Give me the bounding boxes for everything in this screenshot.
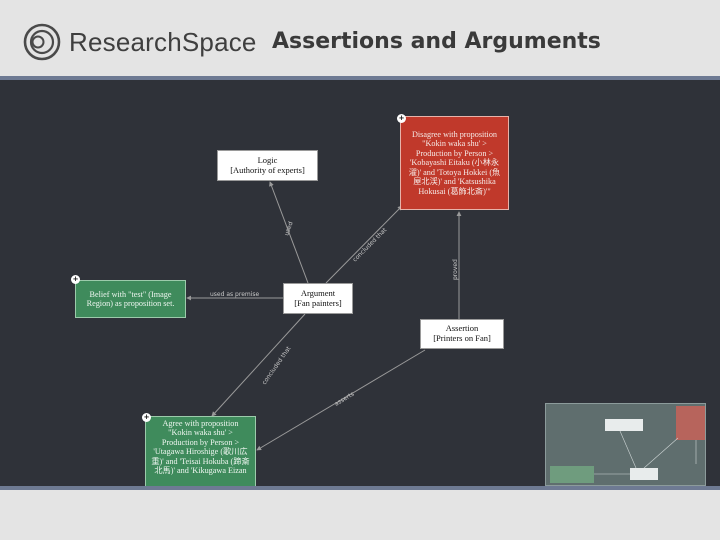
edge-label-concluded-that: concluded that [351, 226, 388, 263]
node-argument-label: [Fan painters] [294, 297, 342, 308]
node-assertion-type: Assertion [445, 323, 479, 334]
edge-argument-disagree[interactable] [325, 205, 403, 284]
node-agree[interactable]: Agree with proposition "Kokin waka shu' … [145, 416, 256, 486]
node-agree-pin-icon[interactable]: + [142, 413, 151, 422]
node-logic-label: [Authority of experts] [230, 164, 305, 175]
page-title: Assertions and Arguments [272, 29, 601, 54]
edge-label-used: used [283, 221, 294, 237]
node-argument-type: Argument [300, 287, 336, 298]
node-argument[interactable]: Argument [Fan painters] [283, 283, 353, 314]
node-belief-label: Belief with "test" (Image Region) as pro… [86, 289, 175, 308]
graph-minimap[interactable] [545, 403, 706, 486]
edge-argument-logic[interactable] [269, 181, 309, 284]
node-belief-pin-icon[interactable]: + [71, 275, 80, 284]
edge-argument-agree[interactable] [211, 313, 306, 417]
node-disagree-pin-icon[interactable]: + [397, 114, 406, 123]
minimap-graphic [550, 406, 705, 483]
node-belief[interactable]: Belief with "test" (Image Region) as pro… [75, 280, 186, 318]
footer [0, 490, 720, 540]
node-assertion[interactable]: Assertion [Printers on Fan] [420, 319, 504, 349]
edge-label-used-as-premise: used as premise [210, 291, 260, 298]
edge-label-concluded-that-2: concluded that [261, 345, 293, 386]
footer-divider [0, 486, 720, 490]
node-agree-label: Agree with proposition "Kokin waka shu' … [151, 419, 250, 476]
edge-assertion-agree[interactable] [256, 349, 426, 451]
node-disagree[interactable]: Disagree with proposition "Kokin waka sh… [400, 116, 509, 210]
header-divider [0, 76, 720, 80]
edge-label-asserts: asserts [333, 391, 355, 408]
node-logic[interactable]: Logic [Authority of experts] [217, 150, 318, 181]
header: ResearchSpace Assertions and Arguments [0, 0, 720, 80]
node-assertion-label: [Printers on Fan] [433, 333, 491, 343]
node-logic-type: Logic [257, 154, 278, 165]
node-disagree-label: Disagree with proposition "Kokin waka sh… [408, 130, 501, 196]
graph-edges: used concluded that used as premise conc… [186, 181, 462, 451]
logo-text: ResearchSpace [69, 27, 257, 57]
graph-canvas[interactable]: used concluded that used as premise conc… [0, 80, 720, 486]
edge-label-proved: proved [452, 259, 459, 280]
researchspace-logo-icon [23, 23, 61, 61]
